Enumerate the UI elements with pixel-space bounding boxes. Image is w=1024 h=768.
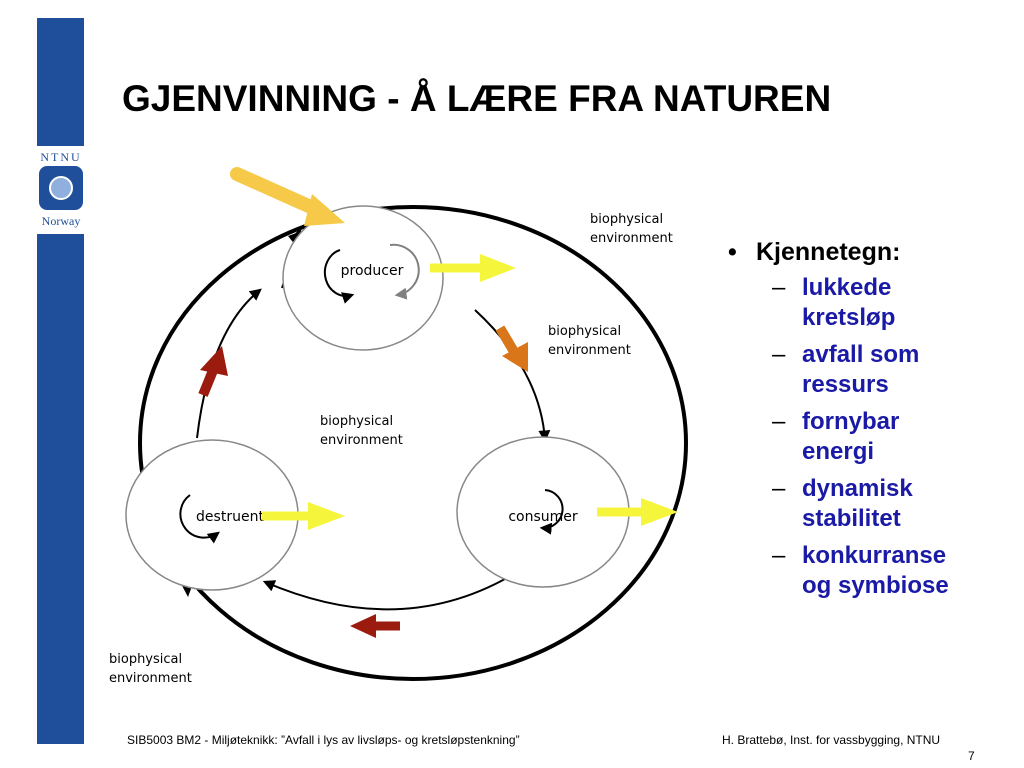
env-label-top-right-line2: environment [590, 231, 673, 246]
list-item: – lukkede kretsløp [728, 273, 1018, 333]
red-flow-arrowhead-bottom [350, 614, 376, 638]
ntnu-logo-icon [39, 166, 83, 210]
item-line1: dynamisk [802, 475, 913, 502]
list-item: – konkurranse og symbiose [728, 541, 1018, 601]
ecosystem-cycle-diagram: producer destruent consumer biophysical … [109, 167, 688, 686]
footer-author: H. Brattebø, Inst. for vassbygging, NTNU [722, 733, 941, 747]
producer-label: producer [341, 263, 404, 279]
consumer-output-arrowhead [641, 498, 678, 526]
characteristics-heading: • Kjennetegn: [728, 238, 1018, 267]
producer-output-arrowhead [480, 254, 516, 282]
item-dash: – [772, 542, 786, 569]
env-label-bottom-left-line2: environment [109, 671, 192, 686]
env-label-bottom-left-line1: biophysical [109, 652, 182, 667]
bullet-dot: • [728, 238, 737, 266]
item-line2: ressurs [802, 371, 889, 398]
inner-flow-destruent-to-producer [196, 288, 262, 439]
item-line1: fornybar [802, 408, 900, 435]
item-line1: avfall som [802, 341, 920, 368]
footer-course-info: SIB5003 BM2 - Miljøteknikk: ”Avfall i ly… [127, 733, 520, 747]
sidebar-bar [37, 18, 84, 744]
env-label-center-line2: environment [320, 433, 403, 448]
env-label-mid-right-line1: biophysical [548, 324, 621, 339]
destruent-loop-icon [179, 494, 220, 544]
producer-node [282, 205, 444, 351]
characteristics-list: • Kjennetegn: – lukkede kretsløp – avfal… [728, 238, 1018, 608]
list-item: – dynamisk stabilitet [728, 474, 1018, 534]
heading-text: Kjennetegn: [756, 238, 901, 266]
red-flow-arrowhead-left [200, 346, 228, 376]
item-dash: – [772, 341, 786, 368]
item-line2: stabilitet [802, 505, 901, 532]
outer-cycle [138, 205, 688, 681]
env-label-center-line1: biophysical [320, 414, 393, 429]
env-label-top-right-line1: biophysical [590, 212, 663, 227]
inner-flow-consumer-to-destruent [262, 574, 513, 611]
item-line1: lukkede [802, 274, 892, 301]
destruent-label: destruent [196, 509, 264, 525]
item-line2: og symbiose [802, 572, 949, 599]
item-line2: energi [802, 438, 875, 465]
sun-input-arrow [230, 167, 329, 219]
page-number: 7 [968, 749, 975, 763]
slide-title: GJENVINNING - Å LÆRE FRA NATUREN [122, 78, 832, 119]
item-dash: – [772, 408, 786, 435]
env-label-mid-right-line2: environment [548, 343, 631, 358]
item-line2: kretsløp [802, 304, 896, 331]
consumer-loop-icon [539, 489, 564, 535]
logo-text-ntnu: NTNU [40, 150, 82, 164]
consumer-label: consumer [508, 509, 578, 525]
producer-loop-black-icon [323, 249, 355, 304]
producer-loop-grey-icon [389, 243, 420, 300]
inner-flow-producer-to-consumer [474, 309, 551, 443]
list-item: – fornybar energi [728, 407, 1018, 467]
item-dash: – [772, 475, 786, 502]
ntnu-logo: NTNU Norway [35, 146, 87, 234]
logo-text-norway: Norway [41, 214, 81, 228]
item-line1: konkurranse [802, 542, 947, 569]
destruent-output-arrowhead [308, 502, 345, 530]
orange-flow-arrowhead [502, 342, 528, 372]
item-dash: – [772, 274, 786, 301]
list-item: – avfall som ressurs [728, 340, 1018, 400]
sun-input-arrowhead [304, 194, 345, 226]
